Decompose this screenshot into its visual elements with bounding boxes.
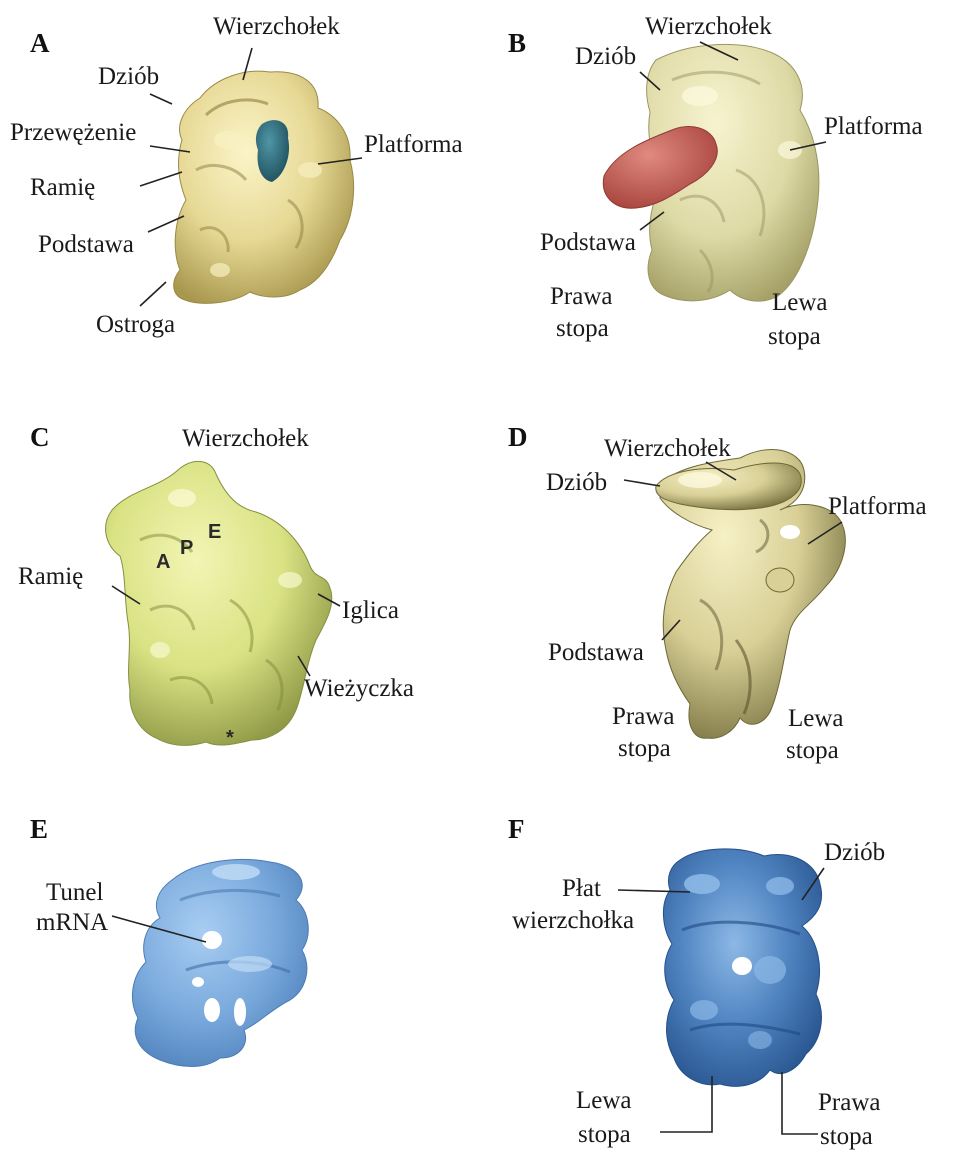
leader-ramie-a	[140, 172, 182, 186]
label-site-a: A	[156, 551, 170, 573]
label-plat-f-2: wierzchołka	[512, 907, 634, 934]
panel-letter-f: F	[508, 814, 525, 844]
label-prawa-f-1: Prawa	[818, 1089, 880, 1116]
label-platforma-a: Platforma	[364, 131, 463, 158]
label-lewa-f-2: stopa	[578, 1121, 631, 1148]
label-ramie-a: Ramię	[30, 174, 95, 201]
label-wierzcholek-d: Wierzchołek	[604, 435, 731, 462]
label-site-p: P	[180, 537, 193, 559]
label-prawa-d-2: stopa	[618, 735, 671, 762]
panel-letter-d: D	[508, 422, 528, 452]
label-star-c: *	[226, 727, 234, 749]
panel-letter-b: B	[508, 28, 526, 58]
label-wierzcholek-b: Wierzchołek	[645, 13, 772, 40]
label-podstawa-a: Podstawa	[38, 231, 134, 258]
leader-dziob-a	[150, 94, 172, 104]
label-tunel-e-1: Tunel	[46, 879, 103, 906]
label-prawa-b-1: Prawa	[550, 283, 612, 310]
panel-b: B Wierzchołek Dziób Platforma Podstawa P…	[508, 13, 923, 350]
panel-letter-c: C	[30, 422, 50, 452]
label-lewa-d-1: Lewa	[788, 705, 844, 732]
label-tunel-e-2: mRNA	[36, 909, 108, 936]
leader-dziob-d	[624, 480, 660, 486]
label-prawa-f-2: stopa	[820, 1123, 873, 1150]
label-lewa-b-2: stopa	[768, 323, 821, 350]
label-wierzcholek-a: Wierzchołek	[213, 13, 340, 40]
label-iglica-c: Iglica	[342, 597, 399, 624]
leader-prawa-f	[782, 1072, 818, 1134]
label-platforma-b: Platforma	[824, 113, 923, 140]
leader-ostroga-a	[140, 282, 166, 306]
ribosome-b-structure	[603, 44, 819, 301]
ribosome-e-structure	[132, 859, 308, 1066]
panel-c: C Wierzchołek A P E Ramię Iglica Wieżycz…	[18, 422, 414, 749]
panel-letter-e: E	[30, 814, 48, 844]
label-dziob-d: Dziób	[546, 469, 607, 496]
label-ostroga-a: Ostroga	[96, 311, 175, 338]
panel-letter-a: A	[30, 28, 50, 58]
label-site-e: E	[208, 521, 221, 543]
label-plat-f-1: Płat	[562, 875, 601, 902]
label-podstawa-b: Podstawa	[540, 229, 636, 256]
panel-f: F Płat wierzchołka Dziób Lewa stopa Praw…	[508, 814, 885, 1150]
label-lewa-d-2: stopa	[786, 737, 839, 764]
label-lewa-f-1: Lewa	[576, 1087, 632, 1114]
ribosome-d-structure	[656, 449, 846, 738]
label-platforma-d: Platforma	[828, 493, 927, 520]
label-dziob-a: Dziób	[98, 63, 159, 90]
label-dziob-b: Dziób	[575, 43, 636, 70]
label-wierzcholek-c: Wierzchołek	[182, 425, 309, 452]
label-lewa-b-1: Lewa	[772, 289, 828, 316]
label-ramie-c: Ramię	[18, 563, 83, 590]
panel-d: D Wierzchołek Dziób Platforma Podstawa P…	[508, 422, 927, 764]
ribosome-a-structure	[174, 71, 354, 303]
panel-e: E Tunel mRNA	[30, 814, 308, 1067]
panel-a: A Wierzchołek Dziób Przewężenie Platform…	[10, 13, 463, 338]
label-dziob-f: Dziób	[824, 839, 885, 866]
label-podstawa-d: Podstawa	[548, 639, 644, 666]
label-prawa-b-2: stopa	[556, 315, 609, 342]
label-prawa-d-1: Prawa	[612, 703, 674, 730]
label-wiezyczka-c: Wieżyczka	[304, 675, 414, 702]
ribosome-f-structure	[663, 849, 821, 1086]
label-przewezenie-a: Przewężenie	[10, 119, 136, 146]
